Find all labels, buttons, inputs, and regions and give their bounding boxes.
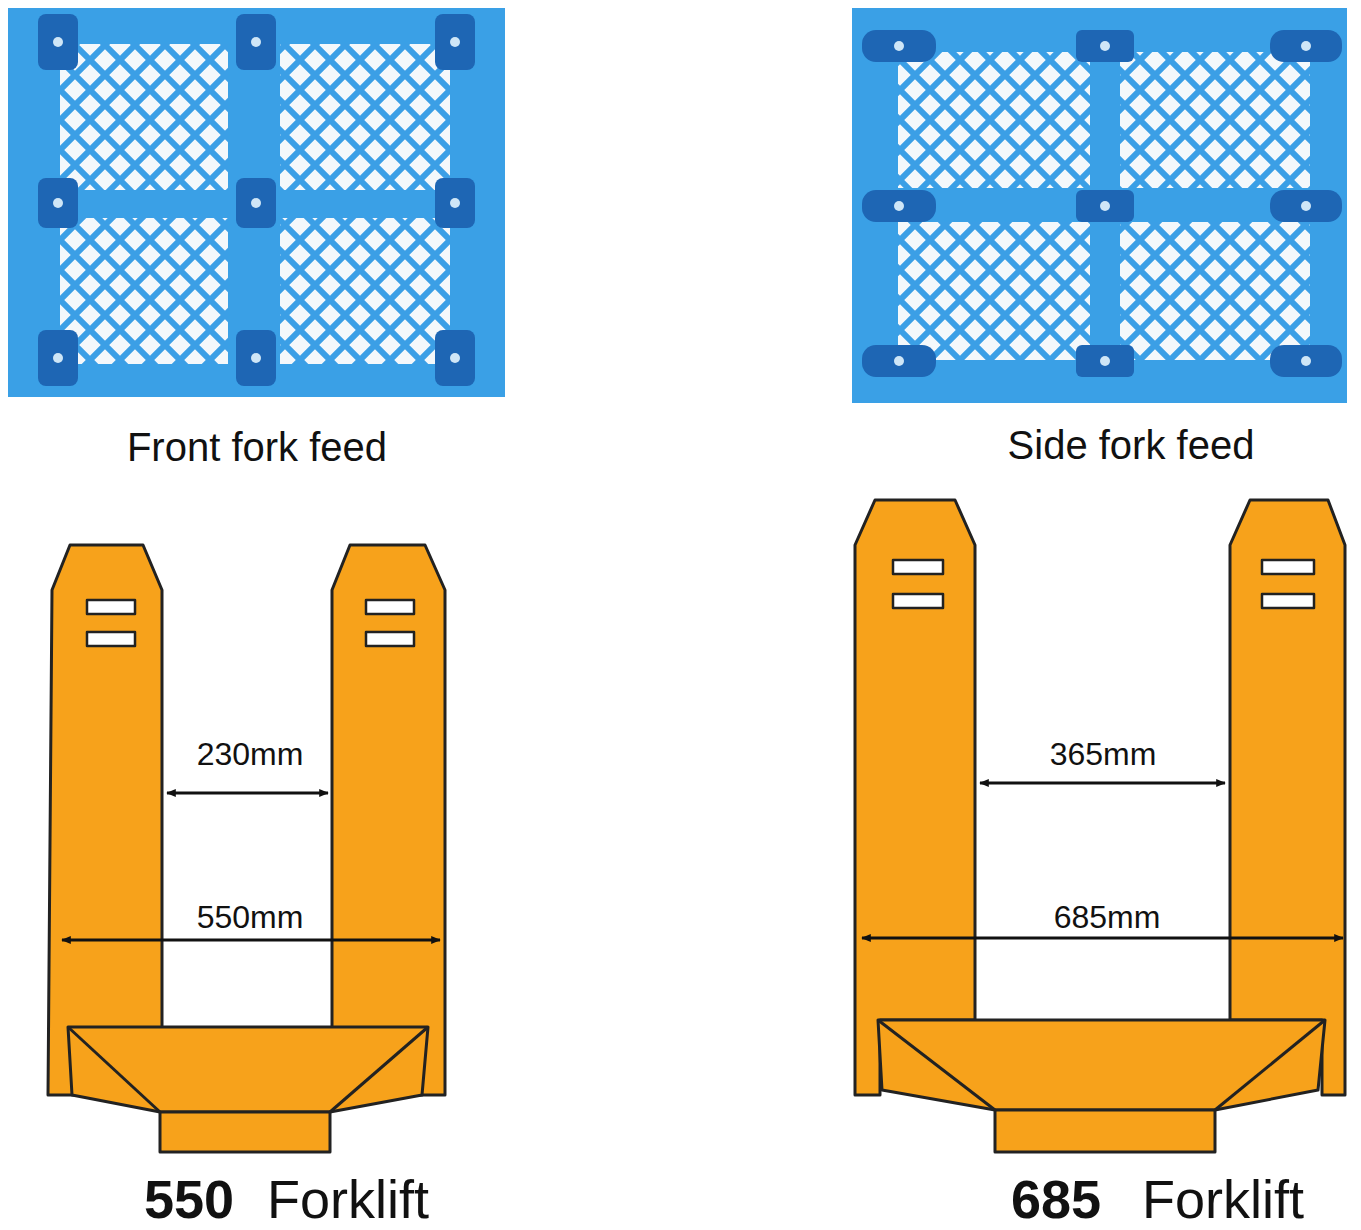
dimension-arrow — [62, 783, 1343, 940]
dimension-label: 685mm — [1051, 900, 1164, 935]
forklift-685 — [855, 500, 1345, 1152]
caption: Side fork feed — [1008, 423, 1255, 467]
dimension-label: 365mm — [1047, 737, 1160, 772]
dimension-label: 550mm — [194, 900, 307, 935]
pallet-side — [852, 8, 1347, 403]
model-name: Forklift — [1142, 1170, 1304, 1229]
dimension-label: 230mm — [194, 737, 307, 772]
pallet-front — [8, 8, 505, 397]
model-number: 685 — [1011, 1170, 1101, 1229]
forklift-550 — [48, 545, 445, 1152]
model-name: Forklift — [267, 1170, 429, 1229]
model-number: 550 — [144, 1170, 234, 1229]
caption: Front fork feed — [127, 425, 387, 469]
